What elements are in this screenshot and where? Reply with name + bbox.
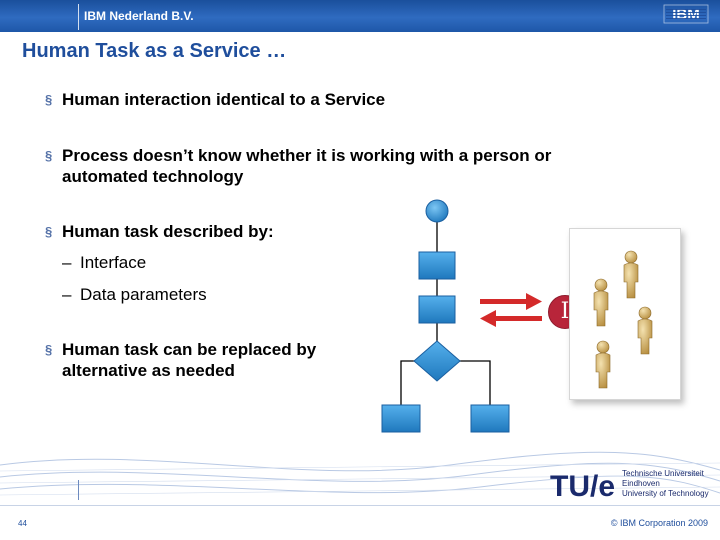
bullet-item: § Human task can be replaced by alternat…	[45, 339, 345, 381]
bullet-item: § Process doesn’t know whether it is wor…	[45, 145, 565, 187]
bullet-item: § Human task described by:	[45, 221, 365, 242]
decision-diamond-icon	[413, 340, 461, 382]
header-bar: IBM Nederland B.V. IBM	[0, 0, 720, 32]
exchange-arrows-icon	[480, 293, 542, 327]
svg-text:University of Technology: University of Technology	[622, 489, 709, 498]
svg-text:Technische Universiteit: Technische Universiteit	[622, 469, 705, 478]
sub-bullet-text: Data parameters	[80, 285, 207, 304]
tue-logo-icon: TU/e Technische Universiteit Eindhoven U…	[550, 469, 709, 502]
people-group-icon	[593, 250, 653, 389]
sub-bullet-text: Interface	[80, 253, 147, 272]
sub-bullet-item: –Data parameters	[62, 284, 207, 305]
human-task-box-icon	[418, 295, 456, 324]
dash-marker: –	[62, 285, 72, 304]
header-divider	[78, 4, 79, 30]
decorative-wave-band	[0, 451, 720, 496]
bullet-text: Human task described by:	[62, 222, 274, 241]
svg-text:Eindhoven: Eindhoven	[622, 479, 660, 488]
svg-text:TU/e: TU/e	[550, 470, 615, 502]
slide-title: Human Task as a Service …	[22, 40, 287, 62]
task-box-icon	[418, 251, 456, 280]
company-name: IBM Nederland B.V.	[84, 9, 194, 23]
bullet-text: Human interaction identical to a Service	[62, 90, 386, 109]
bullet-text: Process doesn’t know whether it is worki…	[62, 146, 552, 186]
copyright-text: © IBM Corporation 2009	[610, 518, 708, 528]
sub-bullet-item: –Interface	[62, 252, 146, 273]
ibm-logo-icon: IBM	[663, 4, 709, 24]
task-box-icon	[470, 404, 510, 433]
bullet-marker: §	[45, 148, 53, 163]
person-icon	[623, 250, 639, 299]
task-box-icon	[381, 404, 421, 433]
bullet-item: § Human interaction identical to a Servi…	[45, 89, 465, 110]
dash-marker: –	[62, 253, 72, 272]
bullet-text: Human task can be replaced by alternativ…	[62, 340, 317, 380]
person-icon	[637, 306, 653, 355]
person-icon	[593, 278, 609, 327]
bullet-marker: §	[45, 92, 53, 107]
footer-rule	[0, 505, 720, 506]
process-flow-diagram	[381, 199, 510, 433]
bullet-marker: §	[45, 342, 53, 357]
svg-text:IBM: IBM	[672, 6, 700, 23]
page-number: 44	[18, 519, 27, 528]
person-icon	[595, 340, 611, 389]
start-node-icon	[425, 199, 449, 223]
bullet-marker: §	[45, 224, 53, 239]
footer-divider	[78, 480, 79, 500]
